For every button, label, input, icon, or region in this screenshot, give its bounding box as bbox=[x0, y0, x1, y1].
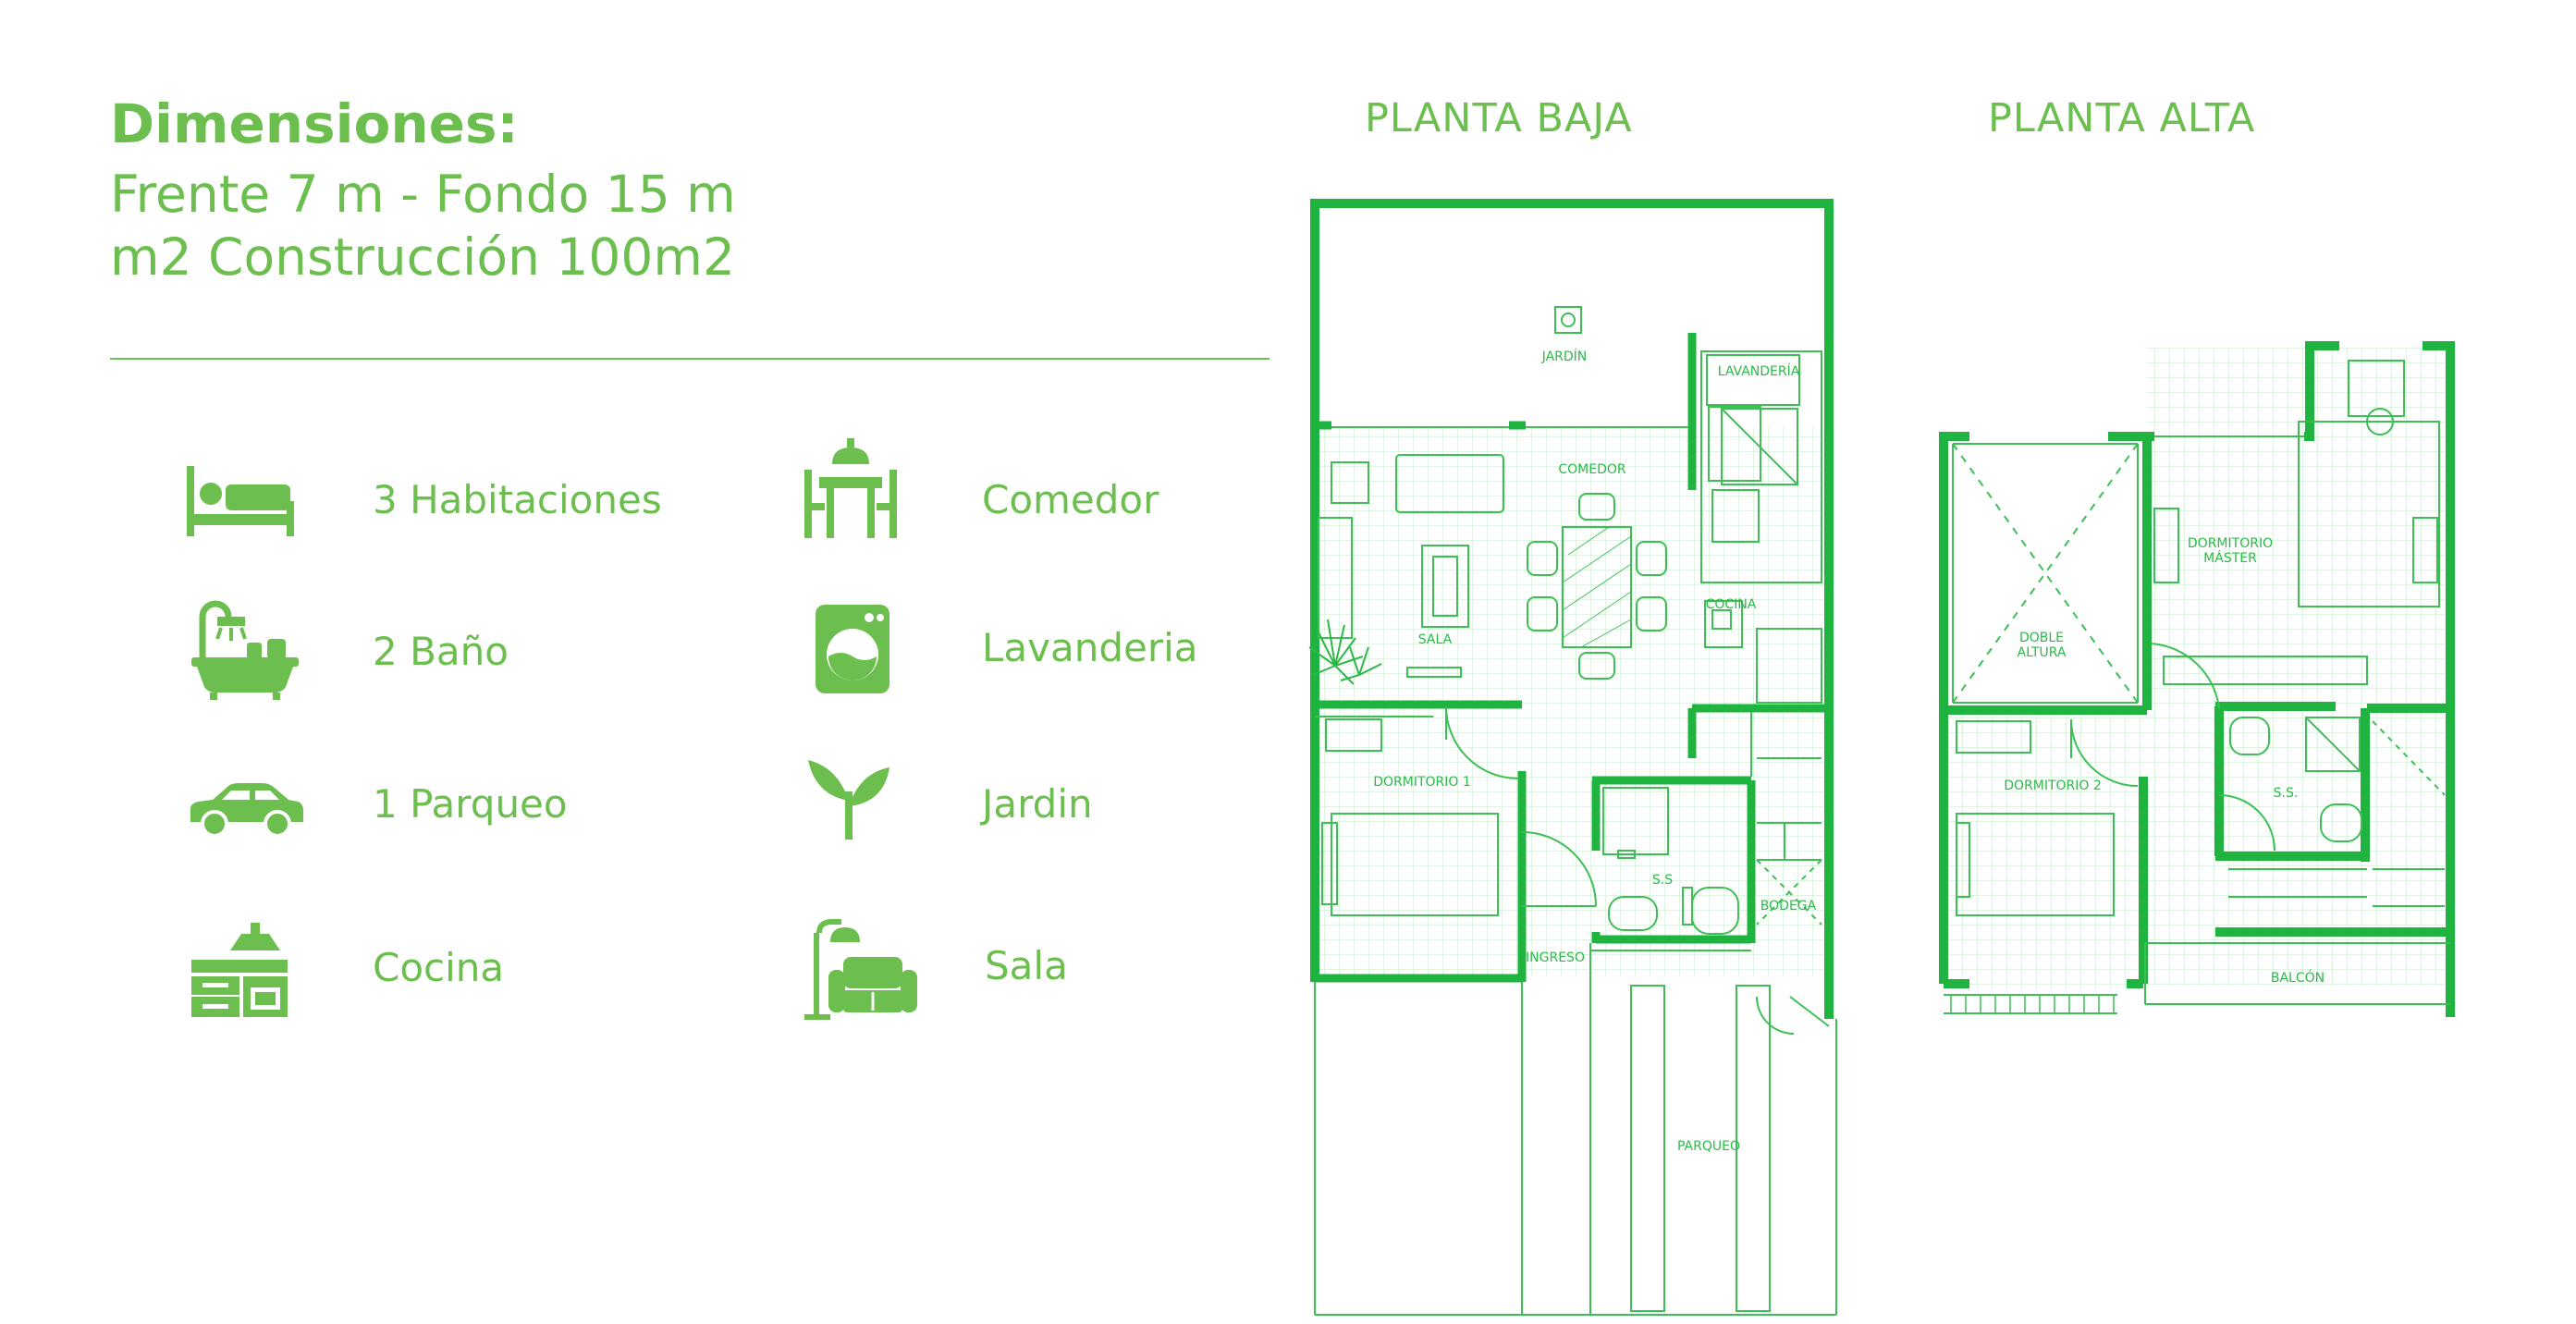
bathtub-icon bbox=[191, 600, 299, 700]
room-label-dormitorio-1: DORMITORIO 1 bbox=[1373, 775, 1471, 790]
room-label-dormitorio-2: DORMITORIO 2 bbox=[2004, 778, 2102, 793]
feature-label: Comedor bbox=[982, 477, 1159, 522]
room-label-master-line2: MÁSTER bbox=[2203, 550, 2257, 566]
room-label-sala: SALA bbox=[1418, 632, 1453, 647]
dimensions-construction: m2 Construcción 100m2 bbox=[110, 227, 735, 287]
exterior-walls bbox=[1939, 341, 2455, 1017]
header-divider bbox=[110, 358, 1270, 360]
car-icon bbox=[190, 783, 303, 837]
room-label-ss-upper: S.S. bbox=[2274, 786, 2299, 801]
balcony-railing bbox=[1950, 995, 2115, 1013]
feature-label: 2 Baño bbox=[373, 629, 509, 674]
plant-sprout-icon bbox=[808, 760, 889, 840]
room-label-balcon: BALCÓN bbox=[2271, 969, 2325, 986]
feature-label: Sala bbox=[985, 943, 1068, 988]
room-label-parqueo: PARQUEO bbox=[1677, 1139, 1740, 1154]
room-label-jardin: JARDÍN bbox=[1541, 349, 1588, 364]
bed-icon bbox=[187, 466, 294, 536]
room-label-ss: S.S bbox=[1652, 873, 1673, 888]
kitchen-icon bbox=[191, 923, 288, 1017]
sofa-lamp-icon bbox=[804, 919, 917, 1020]
interior-walls bbox=[1315, 333, 1829, 983]
feature-label: Jardin bbox=[982, 781, 1093, 827]
dimensions-title: Dimensiones: bbox=[110, 92, 519, 155]
room-label-cocina: COCINA bbox=[1706, 597, 1757, 612]
plant-decoration bbox=[1308, 619, 1382, 685]
room-label-bodega: BODEGA bbox=[1760, 899, 1817, 913]
ground-floor-title: PLANTA BAJA bbox=[1365, 95, 1633, 141]
feature-label: Cocina bbox=[373, 945, 505, 990]
room-label-doble-line1: DOBLE bbox=[2019, 631, 2064, 645]
feature-label: 1 Parqueo bbox=[373, 781, 568, 827]
feature-label: 3 Habitaciones bbox=[373, 477, 662, 522]
upper-floor-title: PLANTA ALTA bbox=[1988, 95, 2256, 141]
room-label-master-line1: DORMITORIO bbox=[2188, 536, 2273, 551]
furniture-lines bbox=[1314, 350, 1837, 1316]
room-label-doble-line2: ALTURA bbox=[2018, 645, 2067, 660]
furniture-lines bbox=[1944, 360, 2450, 1014]
upper-floor-plan: DORMITORIO MÁSTER DOBLE ALTURA S.S. DORM… bbox=[1939, 341, 2455, 1017]
feature-label: Lavanderia bbox=[982, 625, 1198, 670]
dining-table-icon bbox=[804, 438, 897, 538]
dimensions-frontage: Frente 7 m - Fondo 15 m bbox=[110, 165, 736, 224]
room-label-ingreso: INGRESO bbox=[1526, 950, 1585, 965]
ground-floor-plan: JARDÍN LAVANDERÍA COMEDOR SALA COCINA DO… bbox=[1308, 199, 1837, 1316]
washing-machine-icon bbox=[816, 605, 889, 693]
floor-tiles bbox=[2147, 348, 2445, 986]
room-label-lavanderia: LAVANDERÍA bbox=[1718, 363, 1800, 379]
exterior-walls bbox=[1310, 199, 1834, 1019]
room-label-comedor: COMEDOR bbox=[1558, 462, 1626, 477]
